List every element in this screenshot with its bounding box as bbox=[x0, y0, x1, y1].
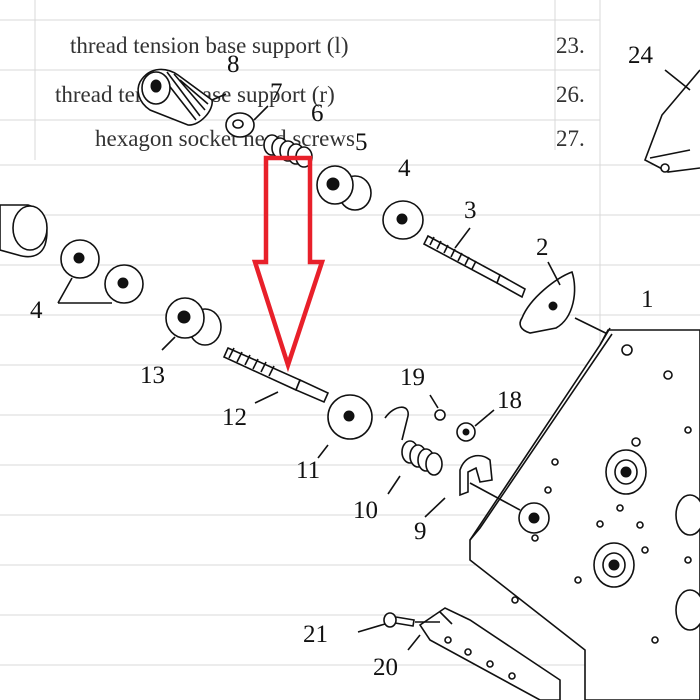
part-8-tension-knob bbox=[137, 68, 227, 126]
callout-5: 5 bbox=[355, 129, 368, 156]
callout-4: 4 bbox=[30, 297, 43, 324]
part-20-bar bbox=[407, 607, 561, 700]
callout-7: 7 bbox=[270, 79, 283, 106]
part-4-washers-lower bbox=[57, 239, 144, 304]
part-13-tension-discs bbox=[161, 297, 222, 351]
down-arrow-icon bbox=[251, 155, 326, 373]
callout-1: 1 bbox=[641, 286, 654, 313]
callout-9: 9 bbox=[414, 518, 427, 545]
callout-24: 24 bbox=[628, 42, 654, 69]
highlight-arrow bbox=[251, 155, 326, 373]
callout-21: 21 bbox=[303, 621, 328, 648]
part-4-washer-upper bbox=[382, 200, 424, 240]
legend: 23. thread tension base support (l) 26. … bbox=[55, 33, 585, 151]
legend-row-text: thread tension base support (l) bbox=[70, 33, 348, 58]
part-24-bracket bbox=[644, 69, 700, 173]
part-9-hook bbox=[424, 454, 493, 518]
part-18-19-hardware bbox=[429, 394, 495, 442]
part-21-screw bbox=[357, 612, 440, 633]
callout-10: 10 bbox=[353, 497, 378, 524]
part-3-threaded-stud bbox=[422, 227, 526, 299]
callout-11: 11 bbox=[296, 457, 320, 484]
callout-8: 8 bbox=[227, 51, 240, 78]
legend-row-number: 27. bbox=[556, 126, 585, 151]
part-10-spring bbox=[384, 406, 443, 495]
callout-12: 12 bbox=[222, 404, 247, 431]
callout-4: 4 bbox=[398, 155, 411, 182]
callout-6: 6 bbox=[311, 100, 324, 127]
legend-row-text: hexagon socket head screws bbox=[95, 126, 355, 151]
callout-labels: 1 2 3 4 4 5 6 7 8 9 10 11 12 13 18 19 20… bbox=[30, 42, 654, 681]
part-11-washer bbox=[317, 394, 373, 459]
callout-3: 3 bbox=[464, 197, 477, 224]
callout-2: 2 bbox=[536, 234, 549, 261]
legend-row-number: 23. bbox=[556, 33, 585, 58]
part-7-washer bbox=[225, 105, 269, 138]
callout-20: 20 bbox=[373, 654, 398, 681]
legend-row-number: 26. bbox=[556, 82, 585, 107]
cap-cylinder bbox=[0, 204, 48, 258]
part-5-tension-discs bbox=[316, 165, 372, 211]
callout-19: 19 bbox=[400, 364, 425, 391]
callout-13: 13 bbox=[140, 362, 165, 389]
part-12-threaded-stud bbox=[222, 346, 330, 404]
callout-18: 18 bbox=[497, 387, 522, 414]
part-1-main-plate bbox=[469, 327, 700, 700]
